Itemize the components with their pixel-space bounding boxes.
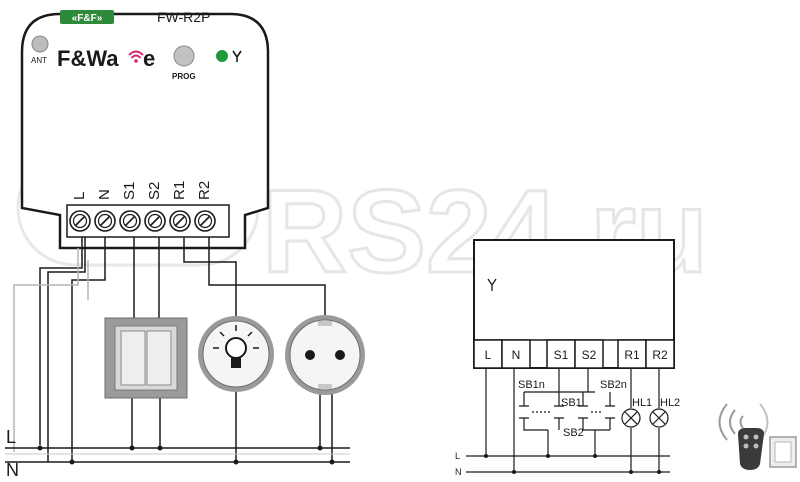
schematic-terminals: L N S1 S2 R1 R2 [473, 339, 675, 369]
schematic-neutral-label: N [455, 467, 462, 477]
wire-shadows [13, 248, 89, 452]
neutral-label: N [6, 460, 19, 480]
schematic-terminal-label-n: N [512, 348, 521, 362]
terminal-label-r2: R2 [196, 181, 213, 200]
schematic-terminal-s2 [574, 339, 604, 369]
schematic-terminal-label-l: L [485, 348, 492, 362]
schematic-antenna-icon [487, 278, 497, 291]
schematic-terminal-label-s1: S1 [554, 348, 569, 362]
lamp-icon [198, 316, 274, 392]
schematic-terminal-r2 [645, 339, 675, 369]
antenna-icon [232, 50, 242, 62]
terminal-screw-s1 [119, 210, 141, 232]
label-sb1n: SB1n [518, 379, 545, 391]
brand-badge-text: «F&F» [72, 13, 103, 24]
schematic-terminal-n [501, 339, 531, 369]
terminal-screw-n [94, 210, 116, 232]
socket-icon [285, 315, 365, 395]
schematic-terminal-l [473, 339, 503, 369]
switch-icon [104, 317, 188, 399]
label-hl2: HL2 [660, 397, 680, 409]
label-hl1: HL1 [632, 397, 652, 409]
schematic-terminal-label-r1: R1 [624, 348, 640, 362]
brand-badge [60, 10, 114, 24]
remote-icon [738, 428, 764, 470]
brand-text: F&Wa [57, 46, 119, 71]
status-led [216, 50, 228, 62]
wall-button-icon [769, 436, 797, 468]
label-sb2: SB2 [563, 427, 584, 439]
wires [39, 237, 333, 462]
terminal-screws [69, 210, 216, 232]
wifi-icon [128, 50, 144, 63]
label-sb1: SB1 [561, 397, 582, 409]
terminal-screw-r1 [169, 210, 191, 232]
terminal-label-r1: R1 [171, 181, 188, 200]
schematic-terminal-label-r2: R2 [652, 348, 668, 362]
terminal-screw-l [69, 210, 91, 232]
terminal-label-s1: S1 [121, 182, 138, 200]
mains-lines: L N [5, 427, 350, 480]
line-label: L [6, 427, 16, 447]
label-sb2n: SB2n [600, 379, 627, 391]
terminal-label-l: L [71, 192, 88, 200]
terminal-screw-r2 [194, 210, 216, 232]
terminal-label-n: N [96, 189, 113, 200]
prog-label: PROG [172, 72, 196, 81]
brand-text-tail: e [143, 46, 155, 71]
ant-label: ANT [31, 56, 47, 65]
schematic-lamps [621, 408, 669, 428]
schematic-line-label: L [455, 451, 460, 461]
schematic-terminal-s1 [546, 339, 576, 369]
schematic-terminal-label-s2: S2 [582, 348, 597, 362]
ant-indicator [31, 35, 49, 53]
push-buttons [519, 405, 615, 419]
terminal-screw-s2 [144, 210, 166, 232]
prog-button [173, 45, 195, 67]
model-name: FW-R2P [157, 9, 210, 25]
terminal-label-s2: S2 [146, 182, 163, 200]
